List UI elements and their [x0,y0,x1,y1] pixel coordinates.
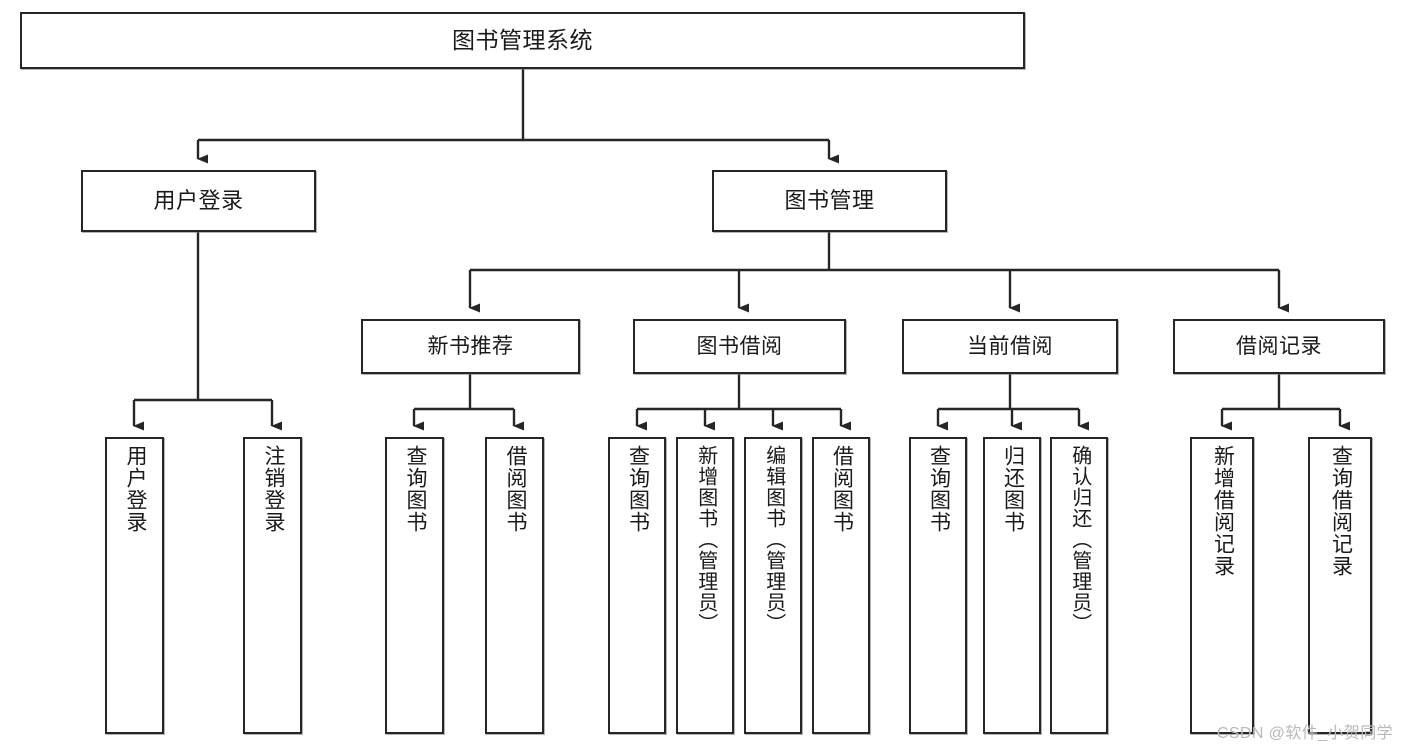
node-leaf-8-label: 查询图书 [927,445,951,533]
node-leaf-11[interactable]: 新增借阅记录 [1190,437,1254,734]
node-leaf-5[interactable]: 新增图书（管理员） [676,437,734,734]
node-level3-3[interactable]: 借阅记录 [1173,319,1385,374]
node-leaf-9-label: 归还图书 [1001,445,1025,533]
node-level2-1-label: 图书管理 [784,187,875,213]
node-leaf-10-label: 确认归还（管理员） [1068,445,1091,634]
node-level3-1[interactable]: 图书借阅 [633,319,846,374]
node-level2-0-label: 用户登录 [153,187,244,213]
node-level2-1[interactable]: 图书管理 [712,170,947,232]
node-leaf-1[interactable]: 注销登录 [243,437,302,734]
node-leaf-7-label: 借阅图书 [830,445,854,533]
node-leaf-6-label: 编辑图书（管理员） [762,445,785,634]
node-leaf-8[interactable]: 查询图书 [909,437,967,734]
node-level3-0[interactable]: 新书推荐 [361,319,580,374]
node-level3-1-label: 图书借阅 [696,334,783,358]
node-leaf-2[interactable]: 查询图书 [385,437,444,734]
node-leaf-11-label: 新增借阅记录 [1211,445,1235,577]
node-level3-3-label: 借阅记录 [1236,334,1322,358]
node-leaf-3[interactable]: 借阅图书 [485,437,544,734]
node-level3-0-label: 新书推荐 [427,334,514,358]
node-leaf-6[interactable]: 编辑图书（管理员） [744,437,802,734]
node-level3-2[interactable]: 当前借阅 [902,319,1118,374]
node-leaf-1-label: 注销登录 [261,445,285,533]
node-root-label: 图书管理系统 [452,27,593,54]
node-leaf-12-label: 查询借阅记录 [1329,445,1353,577]
node-root[interactable]: 图书管理系统 [20,12,1025,69]
node-leaf-12[interactable]: 查询借阅记录 [1308,437,1372,734]
node-level3-2-label: 当前借阅 [967,334,1053,358]
node-leaf-9[interactable]: 归还图书 [983,437,1041,734]
node-leaf-2-label: 查询图书 [403,445,427,533]
node-leaf-4-label: 查询图书 [626,445,650,533]
node-leaf-0[interactable]: 用户登录 [105,437,164,734]
node-leaf-10[interactable]: 确认归还（管理员） [1050,437,1108,734]
node-leaf-0-label: 用户登录 [123,445,147,533]
node-leaf-4[interactable]: 查询图书 [608,437,666,734]
watermark-text: CSDN @软件_小贺同学 [1216,725,1393,742]
node-leaf-7[interactable]: 借阅图书 [812,437,870,734]
node-leaf-3-label: 借阅图书 [503,445,527,533]
node-leaf-5-label: 新增图书（管理员） [694,445,717,634]
node-level2-0[interactable]: 用户登录 [81,170,316,232]
